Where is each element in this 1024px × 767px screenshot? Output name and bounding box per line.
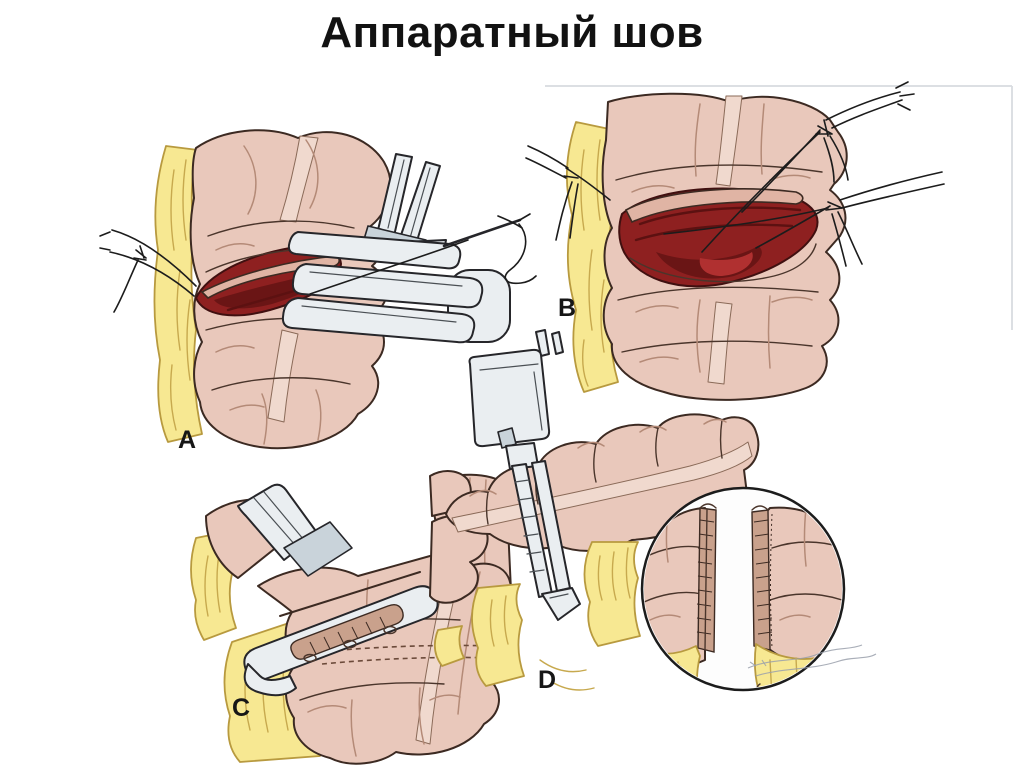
panel-a-stapler xyxy=(281,153,511,344)
panel-c-staple-line xyxy=(319,644,501,665)
panel-b-fat-detail xyxy=(580,139,605,387)
panel-a-fat-detail xyxy=(169,159,191,431)
panel-d-fat-detail xyxy=(489,547,631,691)
panel-b: B xyxy=(497,81,945,401)
panel-a-needle-suture xyxy=(309,213,537,295)
panel-a-stay-suture xyxy=(99,229,197,313)
panel-d: D xyxy=(429,329,877,694)
scan-edge-lines xyxy=(545,85,1013,330)
panel-c-stapler xyxy=(237,483,439,697)
inset-staple-edges xyxy=(696,503,773,653)
panel-b-stay-sutures xyxy=(497,81,945,267)
panel-b-anastomosis-opening xyxy=(618,187,819,288)
inset-right-stump xyxy=(765,506,842,663)
panel-c-label: C xyxy=(232,694,250,722)
panel-b-label: B xyxy=(558,294,576,322)
panel-d-stapler xyxy=(468,329,581,621)
panel-a: A xyxy=(99,129,537,454)
panel-a-label: A xyxy=(178,426,196,454)
panel-d-inset xyxy=(640,486,846,692)
panel-d-label: D xyxy=(538,666,556,694)
slide-title: Аппаратный шов xyxy=(320,8,704,57)
illustrator-signature xyxy=(747,644,877,677)
